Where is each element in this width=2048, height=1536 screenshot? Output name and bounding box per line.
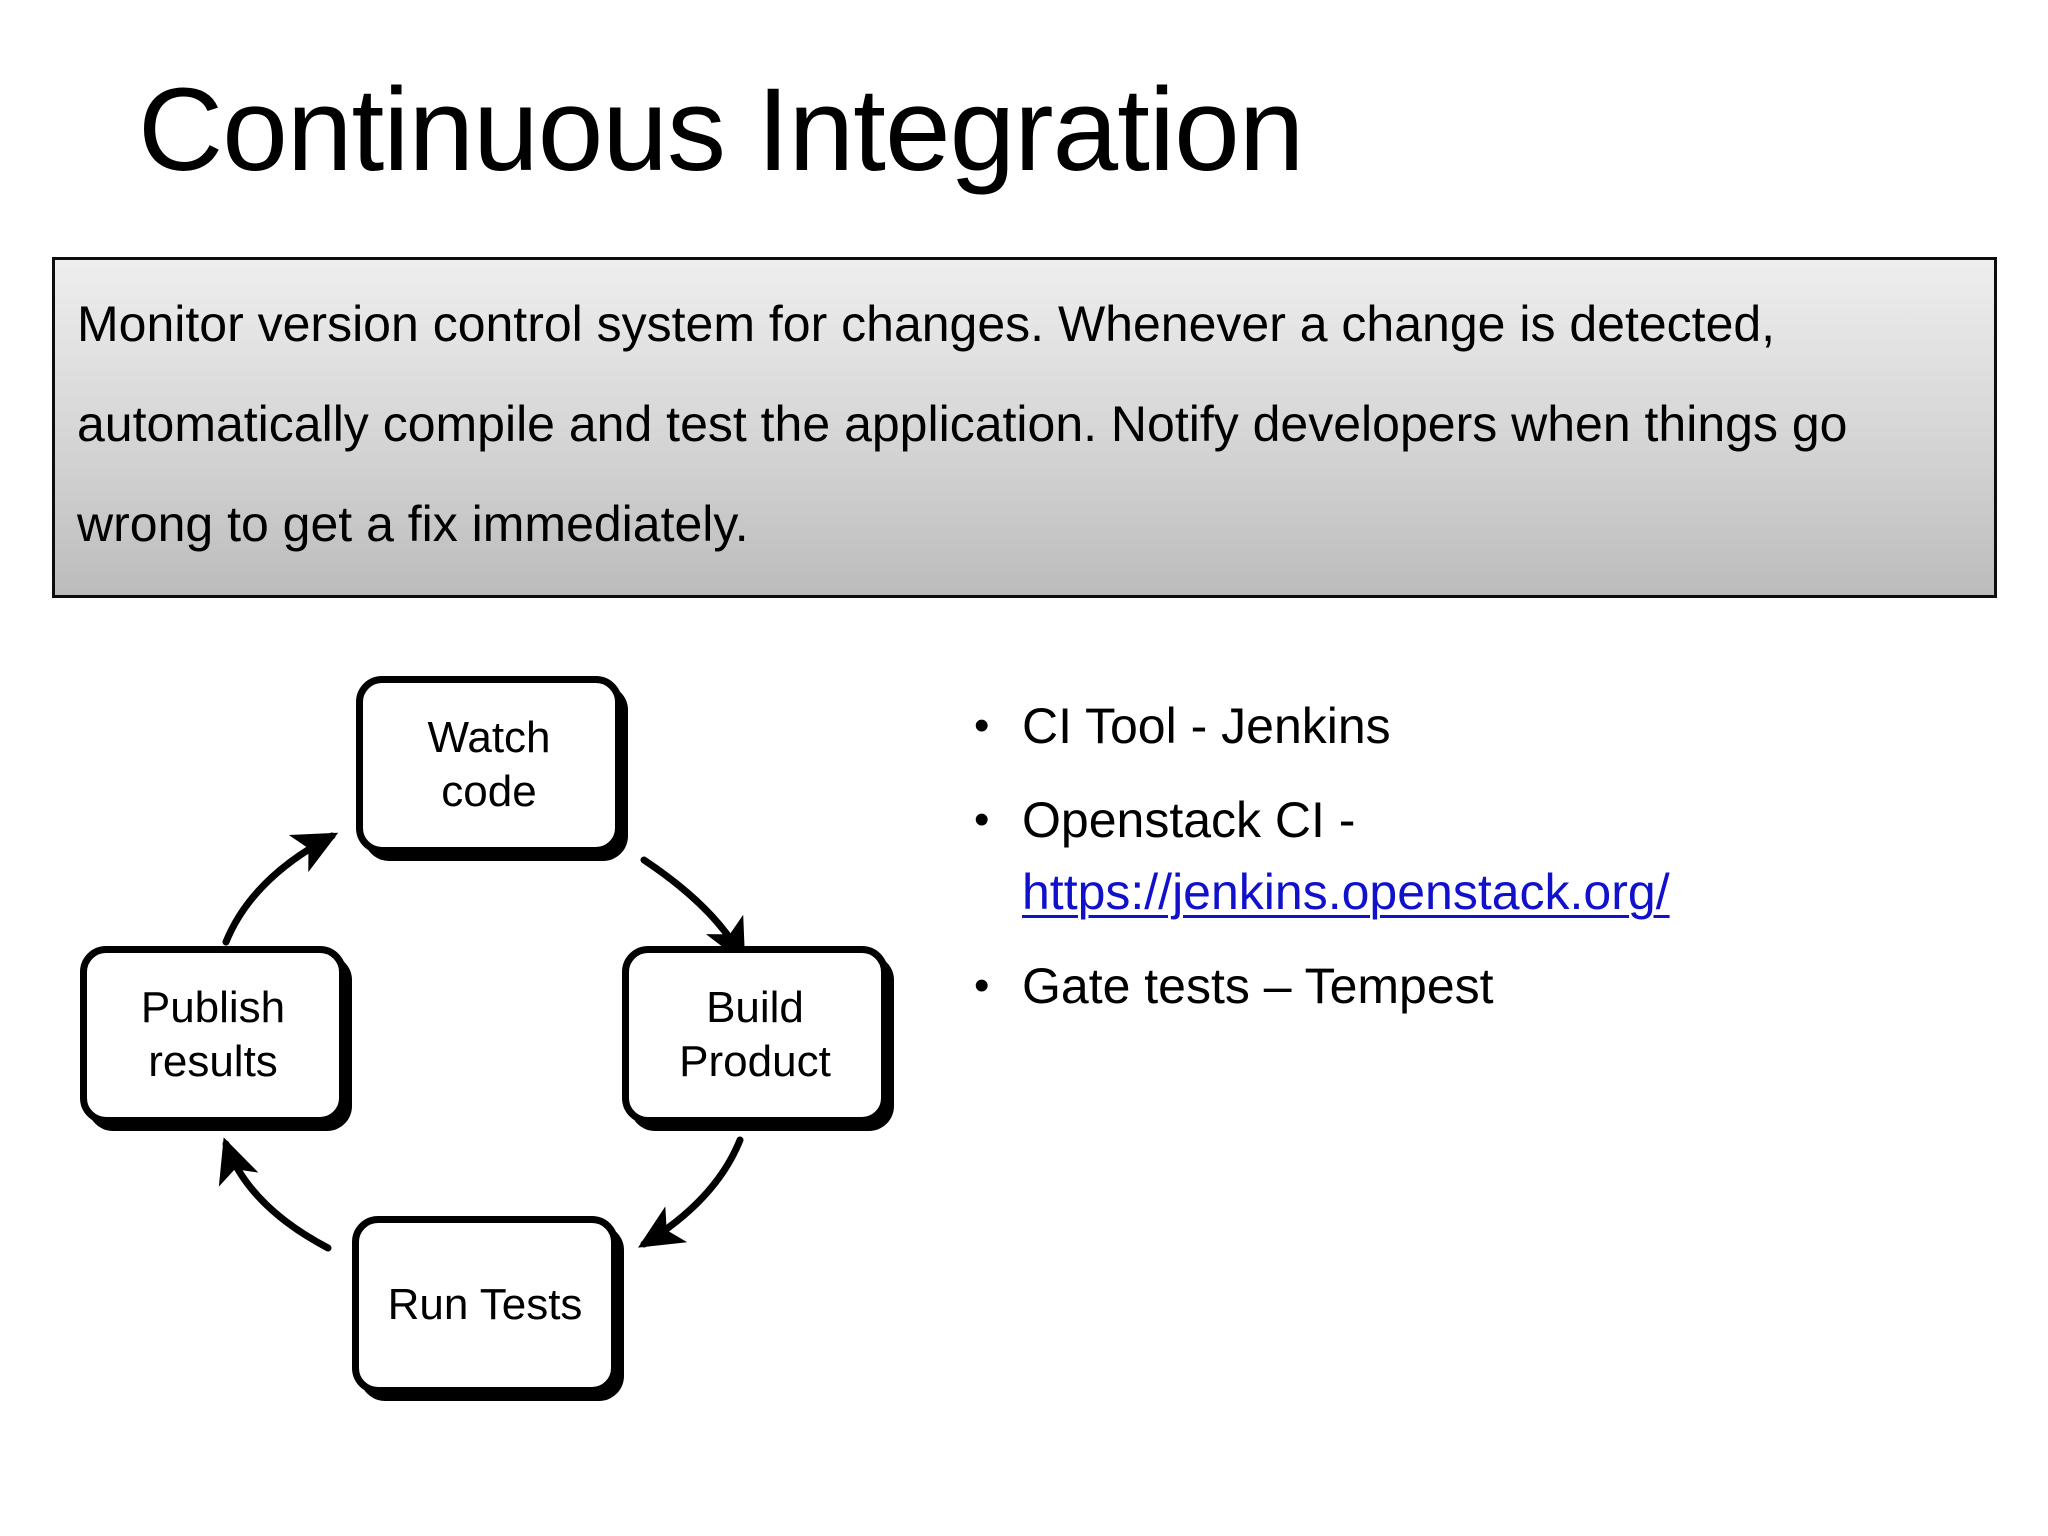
arrow-watch-code-to-build-product [640, 856, 746, 965]
cycle-node-publish-results[interactable]: Publish results [80, 946, 346, 1124]
cycle-node-publish-results-line1: Publish [140, 983, 286, 1032]
bullet-list: • CI Tool - Jenkins • Openstack CI - htt… [960, 690, 2000, 1044]
arrow-publish-results-to-watch-code [222, 832, 339, 946]
cycle-node-run-tests[interactable]: Run Tests [352, 1216, 618, 1394]
list-item: • Openstack CI - https://jenkins.opensta… [960, 784, 2000, 928]
bullet-text-gate-tests: Gate tests – Tempest [1022, 958, 1494, 1014]
bullet-marker-icon: • [974, 701, 990, 750]
cycle-node-build-product-line1: Build [706, 983, 804, 1032]
list-item: • Gate tests – Tempest [960, 950, 2000, 1022]
cycle-node-watch-code-line2: code [441, 767, 537, 816]
bullet-marker-icon: • [974, 795, 990, 844]
page-title: Continuous Integration [138, 64, 1304, 196]
arrow-run-tests-to-publish-results [218, 1137, 332, 1252]
cycle-node-build-product-line2: Product [679, 1037, 831, 1086]
callout-box: Monitor version control system for chang… [52, 257, 1997, 598]
cycle-node-watch-code-line1: Watch [427, 713, 551, 762]
cycle-node-run-tests-line1: Run Tests [387, 1280, 583, 1329]
jenkins-openstack-link[interactable]: https://jenkins.openstack.org/ [1022, 864, 1670, 920]
bullet-text-openstack-ci-label: Openstack CI - [1022, 792, 1356, 848]
list-item: • CI Tool - Jenkins [960, 690, 2000, 762]
cycle-node-publish-results-line2: results [148, 1037, 278, 1086]
cycle-node-build-product-label: Build Product [673, 981, 837, 1089]
cycle-node-run-tests-label: Run Tests [382, 1278, 589, 1332]
bullet-text-ci-tool: CI Tool - Jenkins [1022, 698, 1391, 754]
cycle-node-watch-code-label: Watch code [421, 711, 556, 819]
arrow-build-product-to-run-tests [638, 1136, 744, 1248]
cycle-node-build-product[interactable]: Build Product [622, 946, 888, 1124]
bullet-marker-icon: • [974, 961, 990, 1010]
cycle-node-publish-results-label: Publish results [135, 981, 291, 1089]
continuous-integration-cycle-diagram: Watch code Build Product Run Tests Publi… [40, 640, 970, 1430]
bullet-text-openstack-ci: Openstack CI - https://jenkins.openstack… [1022, 784, 2000, 928]
callout-text: Monitor version control system for chang… [77, 296, 1848, 552]
cycle-node-watch-code[interactable]: Watch code [356, 676, 622, 854]
